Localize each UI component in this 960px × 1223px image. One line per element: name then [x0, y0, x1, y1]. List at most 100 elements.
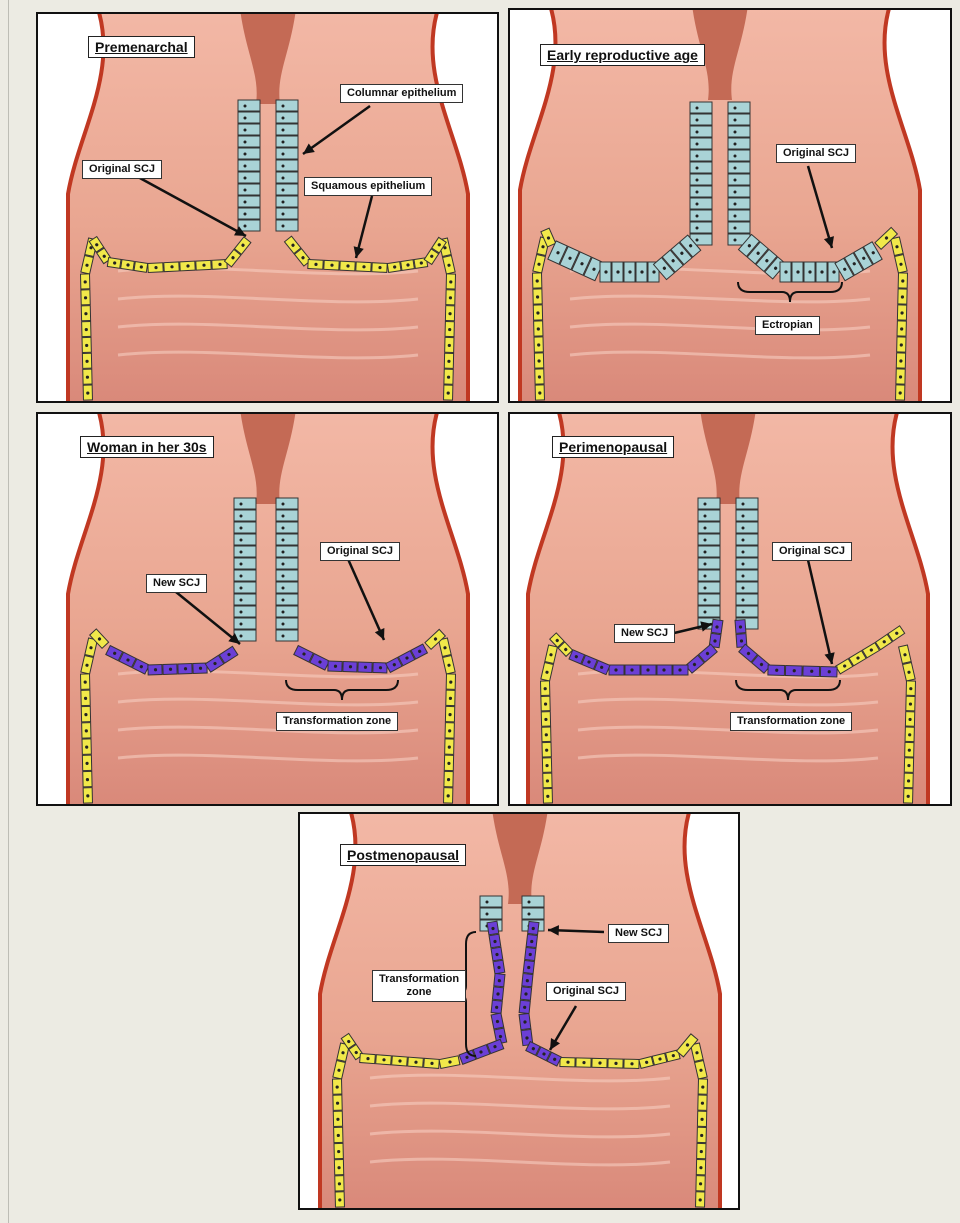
columnar-cell: [276, 208, 298, 219]
columnar-cell: [698, 594, 720, 605]
cell-nucleus: [696, 179, 699, 182]
columnar-epithelium-right: [276, 100, 298, 231]
columnar-cell: [736, 558, 758, 569]
columnar-cell: [698, 558, 720, 569]
panel-title: Woman in her 30s: [80, 436, 214, 458]
cell-nucleus: [240, 551, 243, 554]
cell-nucleus: [486, 913, 489, 916]
cell-nucleus: [282, 599, 285, 602]
columnar-cell: [480, 908, 502, 919]
columnar-cell: [238, 184, 260, 195]
cell-nucleus: [704, 551, 707, 554]
cell-nucleus: [832, 270, 835, 273]
cell-nucleus: [240, 623, 243, 626]
columnar-cell: [690, 114, 712, 125]
panel-postmenopausal: Postmenopausal New SCJ Original SCJ Tran…: [298, 812, 740, 1210]
cell-nucleus: [240, 563, 243, 566]
columnar-cell: [238, 208, 260, 219]
columnar-cell: [234, 618, 256, 629]
columnar-cell: [698, 582, 720, 593]
columnar-epithelium-label: Columnar epithelium: [340, 84, 463, 103]
cell-nucleus: [528, 901, 531, 904]
transformation-zone-label: Transformation zone: [372, 970, 466, 1002]
columnar-cell: [480, 896, 502, 907]
cell-nucleus: [282, 225, 285, 228]
columnar-cell: [690, 210, 712, 221]
columnar-cell: [276, 112, 298, 123]
cell-nucleus: [704, 563, 707, 566]
columnar-cell: [728, 138, 750, 149]
columnar-cell: [238, 160, 260, 171]
columnar-cell: [690, 126, 712, 137]
cell-nucleus: [282, 213, 285, 216]
columnar-cell: [728, 210, 750, 221]
cell-nucleus: [244, 177, 247, 180]
columnar-cell: [276, 220, 298, 231]
columnar-cell: [234, 522, 256, 533]
columnar-cell: [234, 606, 256, 617]
cell-nucleus: [240, 635, 243, 638]
columnar-cell: [276, 618, 298, 629]
panel-perimenopausal: Perimenopausal New SCJ Original SCJ Tran…: [508, 412, 952, 806]
columnar-cell: [234, 558, 256, 569]
columnar-cell: [522, 896, 544, 907]
columnar-cell: [276, 196, 298, 207]
cell-nucleus: [240, 587, 243, 590]
columnar-cell: [276, 522, 298, 533]
cell-nucleus: [282, 141, 285, 144]
panel-early-reproductive-age: Early reproductive age Original SCJ Ectr…: [508, 8, 952, 403]
cell-nucleus: [244, 141, 247, 144]
columnar-cell: [728, 186, 750, 197]
cell-nucleus: [240, 611, 243, 614]
cell-nucleus: [528, 913, 531, 916]
cell-nucleus: [696, 119, 699, 122]
columnar-cell: [690, 150, 712, 161]
columnar-cell: [276, 172, 298, 183]
columnar-cell: [276, 510, 298, 521]
cell-nucleus: [734, 143, 737, 146]
columnar-cell: [276, 498, 298, 509]
columnar-cell: [690, 138, 712, 149]
columnar-cell: [276, 100, 298, 111]
cell-nucleus: [244, 129, 247, 132]
panel-title: Postmenopausal: [340, 844, 466, 866]
columnar-cell: [234, 498, 256, 509]
columnar-cell: [234, 594, 256, 605]
columnar-cell: [736, 498, 758, 509]
columnar-cell: [276, 606, 298, 617]
cell-nucleus: [704, 503, 707, 506]
original-scj-label: Original SCJ: [776, 144, 856, 163]
cell-nucleus: [742, 563, 745, 566]
columnar-epithelium-left: [234, 498, 256, 641]
cell-nucleus: [282, 587, 285, 590]
cell-nucleus: [742, 599, 745, 602]
cell-nucleus: [244, 117, 247, 120]
columnar-cell: [690, 174, 712, 185]
cell-nucleus: [704, 587, 707, 590]
cell-nucleus: [696, 227, 699, 230]
columnar-cell: [238, 196, 260, 207]
columnar-cell: [728, 102, 750, 113]
cell-nucleus: [734, 227, 737, 230]
cervix-illustration: [510, 10, 950, 401]
cell-nucleus: [696, 107, 699, 110]
cell-nucleus: [734, 131, 737, 134]
columnar-cell: [736, 522, 758, 533]
columnar-cell: [698, 570, 720, 581]
cell-nucleus: [734, 155, 737, 158]
cell-nucleus: [282, 153, 285, 156]
cell-nucleus: [742, 551, 745, 554]
columnar-cell: [276, 160, 298, 171]
cell-nucleus: [244, 105, 247, 108]
cell-nucleus: [734, 179, 737, 182]
columnar-epithelium-right: [276, 498, 298, 641]
columnar-cell: [690, 162, 712, 173]
cell-nucleus: [734, 215, 737, 218]
columnar-epithelium-left: [698, 498, 720, 629]
columnar-cell: [234, 570, 256, 581]
columnar-cell: [728, 162, 750, 173]
columnar-cell: [238, 220, 260, 231]
cell-nucleus: [704, 527, 707, 530]
cell-nucleus: [696, 239, 699, 242]
panel-title: Early reproductive age: [540, 44, 705, 66]
